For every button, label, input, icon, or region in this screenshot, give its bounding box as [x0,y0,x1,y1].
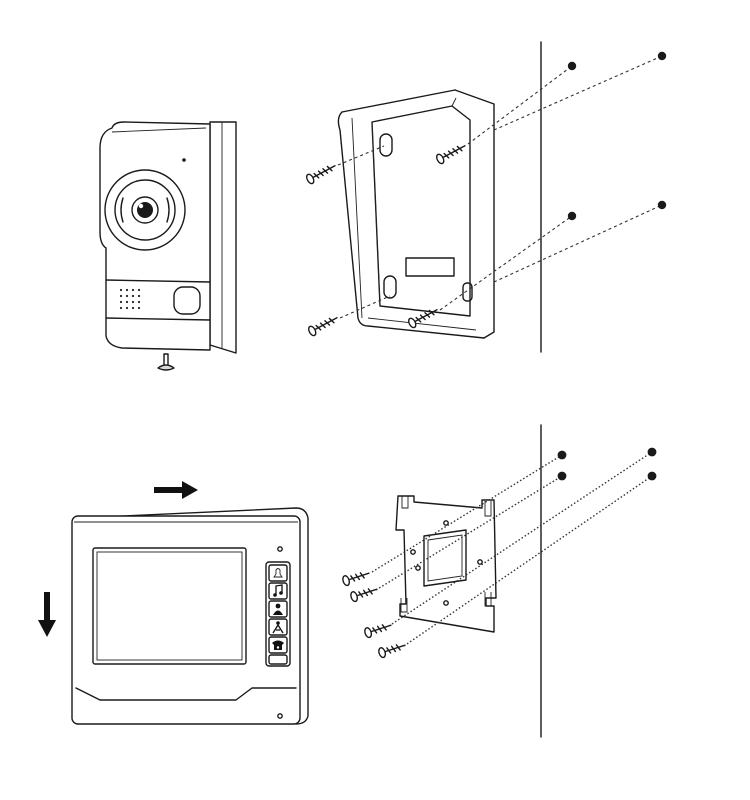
cable-window [405,257,455,277]
mounting-plate [395,495,497,633]
wall-anchor-dot [557,450,567,460]
phone-icon [268,636,288,654]
monitor-screen [92,547,247,665]
wall-anchor-dot [567,61,577,71]
music-note-icon [268,582,288,600]
screw-icon [350,588,378,603]
speaker-grille [119,288,141,310]
alignment-line [337,145,385,166]
alignment-line [467,65,573,145]
screw-icon [342,572,370,587]
arrow-right-icon [154,481,198,499]
rain-hood-bracket [337,89,495,339]
screw-icon [364,624,392,639]
alignment-line [371,454,563,573]
mounting-slot-top [379,133,393,157]
person-icon [268,600,288,618]
alignment-line [439,215,573,311]
screw-icon [157,353,175,371]
wall-anchor-dot [657,200,667,210]
bell-icon [268,564,288,582]
screw-icon [435,145,466,165]
screw-icon [307,317,338,337]
screw-icon [378,644,406,659]
arrow-down-icon [38,592,56,637]
wall-anchor-dot [657,51,667,61]
indoor-monitor-installation [38,424,657,738]
wall-anchor-dot [567,211,577,221]
screw-icon [305,165,336,185]
button-column [265,561,291,667]
wall-anchor-dot [647,447,657,457]
alignment-line [493,204,663,283]
alignment-line [493,55,663,131]
alignment-line [339,295,391,319]
wall-anchor-dot [557,471,567,481]
door-station-installation [99,41,667,371]
alignment-line [375,475,563,591]
mounting-slot-bottom [383,275,397,299]
call-button-icon [173,286,201,315]
screw-icon [407,309,438,329]
outdoor-camera-unit [99,121,237,371]
alignment-line [391,451,653,625]
intercom-icon [268,618,288,636]
indoor-monitor [71,507,309,725]
wall-anchor-dot [647,471,657,481]
